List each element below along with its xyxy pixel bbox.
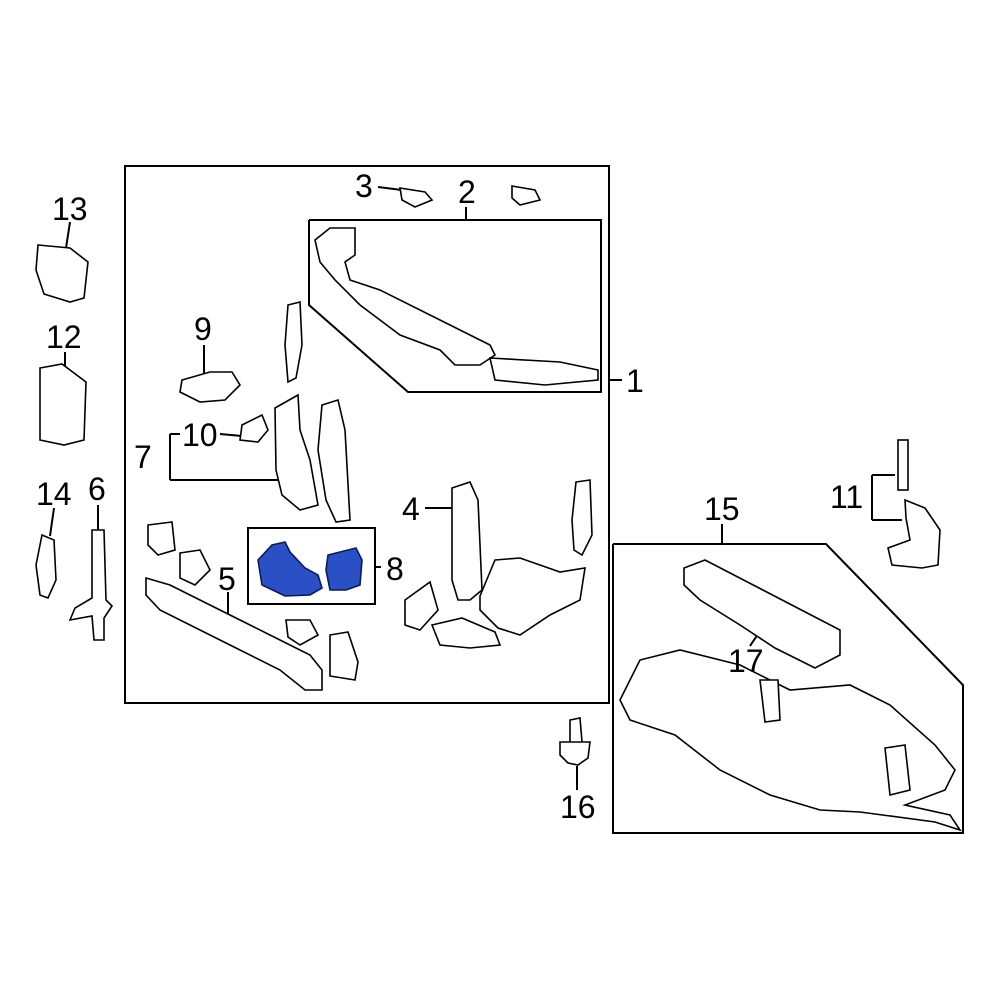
callout-15: 15	[704, 491, 740, 527]
callout-12: 12	[46, 319, 82, 355]
callout-14: 14	[36, 476, 72, 512]
callout-7: 7	[134, 439, 152, 475]
callout-labels: 1 2 3 4 5 6 7 8 9 10 11 12 13 14 15 16 1…	[36, 168, 863, 825]
parts-11	[887, 439, 941, 569]
parts-left-column	[35, 244, 114, 641]
callout-8: 8	[386, 551, 404, 587]
part-16-bolt	[559, 717, 591, 766]
callout-16: 16	[560, 789, 596, 825]
group-box-1	[124, 165, 610, 704]
callout-17: 17	[728, 643, 764, 679]
group-box-15	[612, 543, 964, 834]
parts-15-17	[619, 559, 962, 832]
parts-center-right	[404, 479, 593, 649]
parts-lower-left	[145, 521, 359, 691]
callout-3: 3	[355, 168, 373, 204]
callout-9: 9	[194, 311, 212, 347]
callout-1: 1	[626, 363, 644, 399]
callout-6: 6	[88, 471, 106, 507]
callout-5: 5	[218, 561, 236, 597]
callout-10: 10	[182, 417, 218, 453]
callout-13: 13	[52, 191, 88, 227]
callout-4: 4	[402, 491, 420, 527]
callout-2: 2	[458, 174, 476, 210]
group-box-2	[308, 219, 602, 393]
part-8-highlighted	[257, 541, 363, 597]
parts-upper-left	[179, 300, 351, 523]
part-2-upper-support	[314, 185, 599, 386]
callout-11: 11	[830, 479, 863, 515]
